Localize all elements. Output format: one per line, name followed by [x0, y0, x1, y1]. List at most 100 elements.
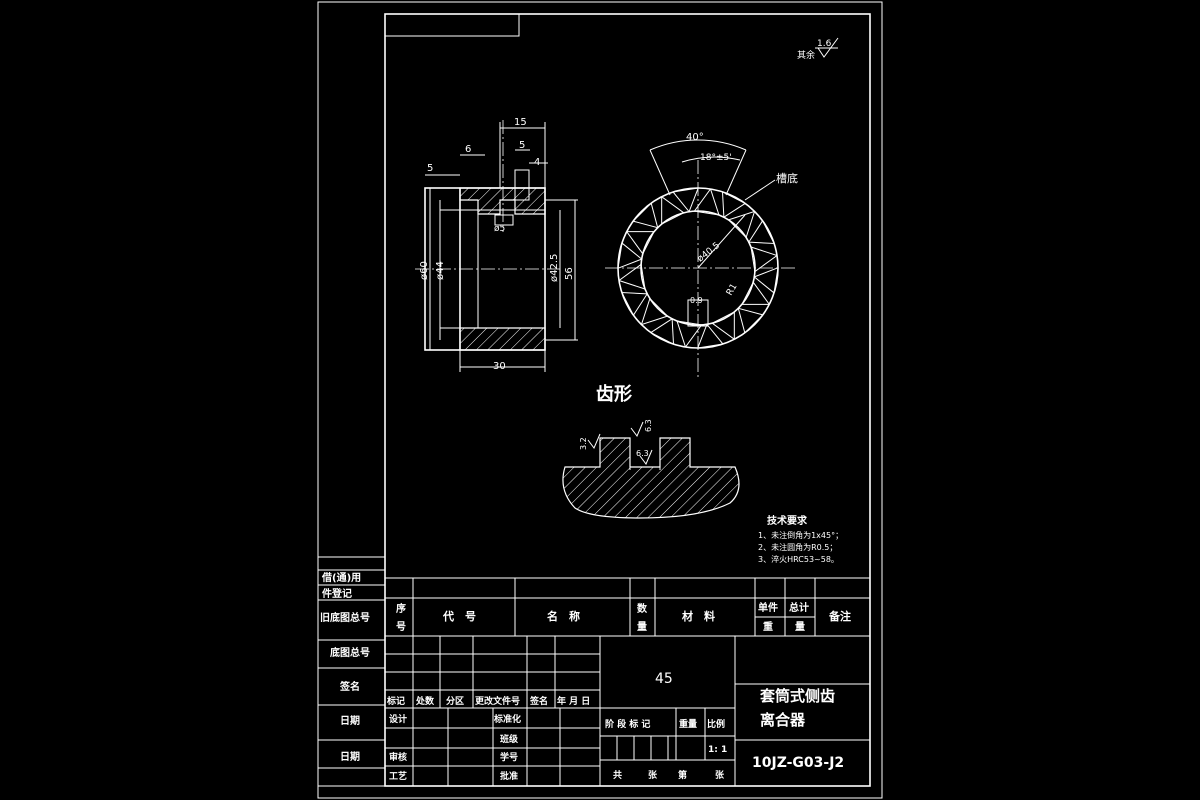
tech-req-item-2: 2、未注圆角为R0.5； [758, 542, 837, 552]
strip-label-5: 签名 [339, 680, 360, 693]
strip-label-4: 底图总号 [330, 646, 370, 659]
parts-list: 序 号 代 号 名 称 数 量 材 料 单件 重 总计 量 备注 [384, 577, 871, 637]
dim-56: 56 [564, 267, 575, 280]
sheet-outer-border [317, 1, 883, 799]
strip-label-6: 日期 [340, 714, 360, 727]
dim-4: 4 [534, 157, 540, 168]
section-hatch-lower [459, 327, 546, 351]
svg-text:分区: 分区 [446, 695, 464, 707]
tech-req-title: 技术要求 [767, 514, 808, 527]
dim-5-slot: 5 [519, 140, 525, 151]
svg-text:1.6: 1.6 [817, 39, 832, 49]
svg-text:签名: 签名 [529, 695, 548, 707]
tech-req-item-3: 3、淬火HRC53~58。 [758, 554, 839, 564]
tech-req-item-1: 1、未注倒角为1x45°； [758, 530, 843, 540]
svg-text:学号: 学号 [500, 751, 518, 763]
dim-0.9: 0.9 [690, 296, 703, 305]
svg-text:重量: 重量 [679, 718, 697, 730]
svg-text:阶 段 标 记: 阶 段 标 记 [605, 718, 650, 730]
svg-text:量: 量 [795, 620, 805, 633]
dim-dia-60: ø60 [419, 261, 430, 280]
tooth-8 [672, 188, 700, 213]
strip-label-3: 旧底图总号 [320, 611, 370, 624]
dim-angle-18: 18°±5' [700, 153, 732, 163]
tooth-9 [721, 191, 747, 219]
tooth-gap-2 [711, 311, 735, 341]
svg-text:第: 第 [678, 769, 687, 781]
callout-slot-bottom: 槽底 [776, 171, 798, 185]
tooth-3 [696, 323, 724, 348]
parts-col-name: 名 称 [547, 609, 580, 623]
svg-text:标记: 标记 [386, 695, 405, 707]
strip-label-1: 借(通)用 [321, 571, 361, 584]
svg-text:数: 数 [637, 602, 648, 615]
dim-hole-5: ø5 [494, 224, 505, 234]
dim-dia-40.5: ø40.5 [696, 241, 722, 265]
tooth-6 [618, 242, 643, 270]
svg-text:单件: 单件 [758, 601, 778, 614]
dim-r1: R1 [725, 282, 740, 297]
tooth-profile-hatch [562, 437, 740, 519]
dim-angle-40: 40° [686, 132, 704, 143]
tooth-gap-3 [676, 320, 703, 348]
tooth-5 [621, 291, 649, 317]
tooth-gap-5 [618, 263, 646, 290]
svg-text:年 月 日: 年 月 日 [557, 695, 590, 707]
svg-text:量: 量 [637, 620, 647, 633]
finish-6.3-top: 6.3 [644, 419, 653, 432]
dim-6: 6 [465, 144, 471, 155]
tooth-gap-8 [693, 188, 720, 216]
tooth-gap-9 [727, 210, 756, 239]
dim-dia-44: ø44 [435, 261, 446, 280]
parts-col-remark: 备注 [828, 609, 851, 623]
tooth-7 [632, 202, 659, 229]
tooth-1 [753, 266, 778, 294]
dim-15: 15 [514, 117, 527, 128]
tooth-10 [747, 219, 775, 245]
svg-text:工艺: 工艺 [389, 770, 407, 782]
parts-col-material: 材 料 [682, 609, 715, 623]
tooth-gap-4 [640, 297, 669, 326]
svg-text:其余: 其余 [797, 49, 815, 61]
svg-text:重: 重 [763, 620, 773, 633]
drawing-number: 10JZ-G03-J2 [752, 755, 844, 771]
section-view: 15 6 5 4 5 ø5 ø60 ø44 ø42.5 56 30 [415, 117, 578, 372]
svg-text:号: 号 [396, 621, 406, 633]
svg-text:更改文件号: 更改文件号 [475, 695, 520, 707]
parts-col-code: 代 号 [442, 609, 476, 623]
scale-value: 1: 1 [708, 745, 727, 755]
tooth-profile: 齿形 3.2 6.3 6.3 [562, 383, 740, 519]
tech-requirements: 技术要求 1、未注倒角为1x45°； 2、未注圆角为R0.5； 3、淬火HRC5… [758, 514, 843, 564]
drawing-name-line-1: 套筒式侧齿 [759, 687, 835, 705]
svg-text:张: 张 [715, 769, 725, 781]
svg-text:班级: 班级 [500, 733, 519, 745]
strip-label-7: 日期 [340, 750, 360, 763]
dim-5-chamfer: 5 [427, 163, 433, 174]
svg-text:序: 序 [396, 602, 406, 615]
drawing-name-line-2: 离合器 [760, 711, 806, 729]
dim-30: 30 [493, 361, 506, 372]
surface-finish-symbol: 其余 1.6 [797, 37, 839, 61]
finish-6.3-bottom: 6.3 [636, 449, 649, 458]
tooth-4 [649, 317, 675, 345]
svg-text:总计: 总计 [789, 601, 809, 614]
svg-text:标准化: 标准化 [493, 713, 521, 725]
dim-dia-42.5: ø42.5 [549, 254, 560, 282]
svg-text:批准: 批准 [500, 770, 518, 782]
svg-text:处数: 处数 [415, 695, 435, 707]
tooth-gap-1 [741, 281, 771, 305]
tooth-gap-7 [661, 195, 685, 225]
svg-text:张: 张 [648, 769, 658, 781]
title-block: 标记 处数 分区 更改文件号 签名 年 月 日 设计 标准化 班级 审核 学号 … [384, 635, 871, 787]
end-view: 40° 18°±5' ø40.5 R1 0.9 槽底 [605, 132, 798, 380]
tooth-gap-10 [750, 246, 778, 273]
finish-3.2: 3.2 [579, 437, 588, 450]
left-strip: 借(通)用 件登记 旧底图总号 底图总号 签名 日期 日期 [317, 556, 386, 787]
svg-text:审核: 审核 [389, 751, 407, 763]
material-value: 45 [655, 671, 673, 687]
svg-text:比例: 比例 [707, 718, 725, 730]
tooth-profile-title: 齿形 [596, 383, 632, 405]
svg-text:共: 共 [613, 769, 622, 781]
tooth-gap-6 [625, 231, 655, 255]
